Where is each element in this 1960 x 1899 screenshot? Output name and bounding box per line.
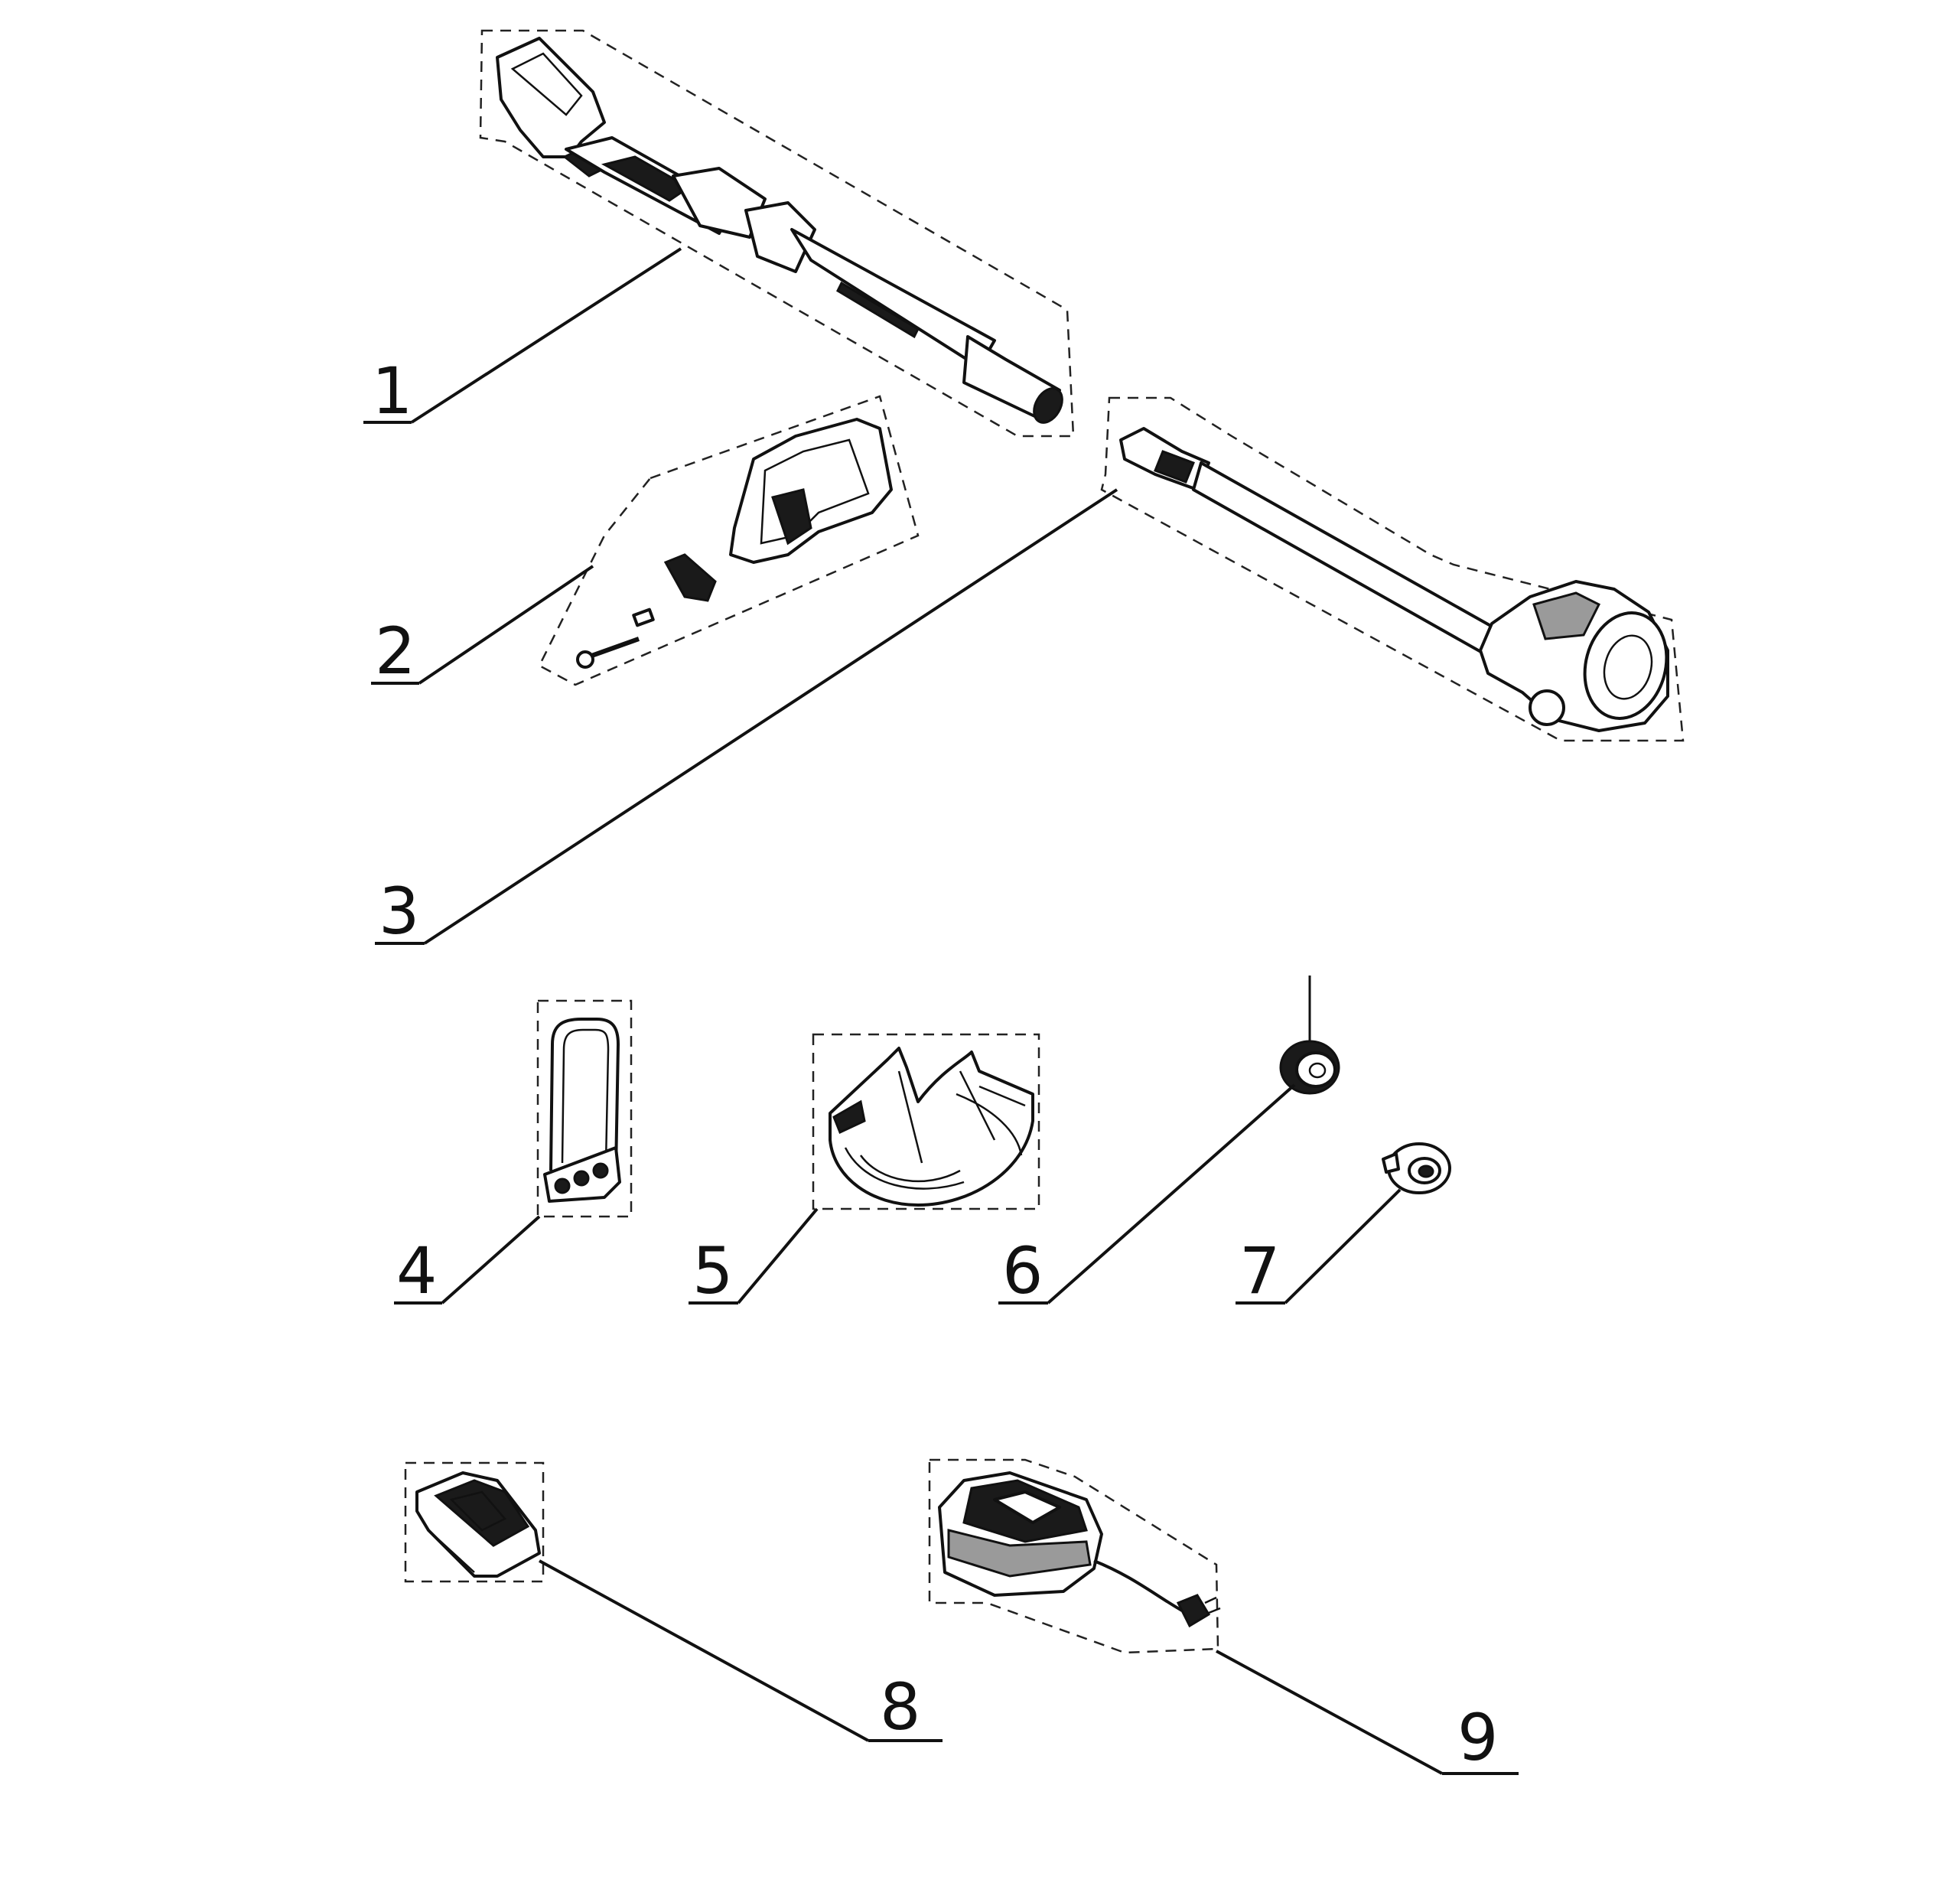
part-label-8: 8: [880, 1669, 920, 1744]
part-label-5: 5: [692, 1233, 733, 1308]
part-label-1: 1: [372, 353, 412, 428]
part-5-guard: 5: [689, 1033, 1040, 1308]
part-8-battery: 8: [404, 1461, 943, 1744]
part-label-6: 6: [1002, 1233, 1043, 1308]
part-label-2: 2: [375, 614, 415, 689]
part-7-spool-cap: 7: [1236, 1142, 1451, 1308]
part-3-lower-shaft-motor-head: 3: [375, 396, 1685, 949]
part-label-4: 4: [396, 1233, 437, 1308]
part-6-spool: 6: [998, 976, 1340, 1308]
part-2-auxiliary-handle: 2: [371, 395, 920, 689]
part-label-7: 7: [1239, 1233, 1280, 1308]
part-4-bail-handle: 4: [394, 999, 633, 1308]
part-label-9: 9: [1457, 1700, 1498, 1775]
part-1-upper-shaft: 1: [363, 29, 1075, 438]
part-label-3: 3: [379, 874, 419, 949]
part-9-charger: 9: [928, 1458, 1519, 1775]
